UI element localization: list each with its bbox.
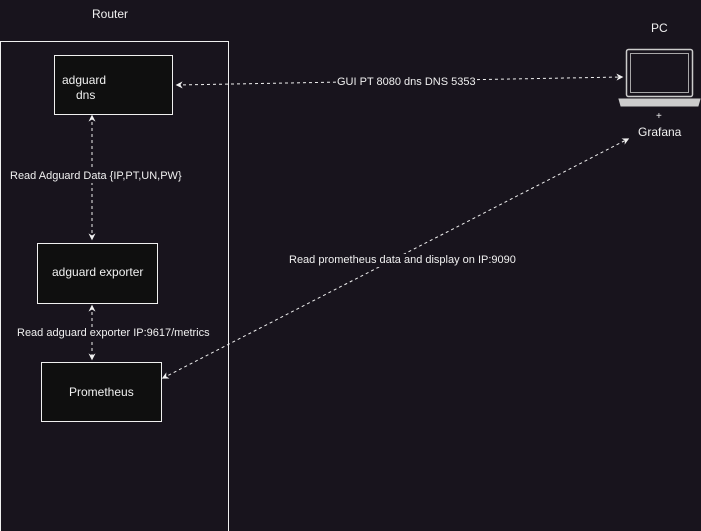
edge-dns-to-pc-label: GUI PT 8080 dns DNS 5353 [336, 76, 477, 89]
edge-prometheus-to-pc-label: Read prometheus data and display on IP:9… [288, 254, 517, 267]
node-adguard-exporter [37, 243, 158, 304]
adguard-dns-label-line2: dns [76, 88, 96, 102]
laptop-icon [618, 48, 701, 107]
edge-exporter-to-prometheus-label: Read adguard exporter IP:9617/metrics [16, 327, 211, 340]
router-label: Router [92, 7, 129, 21]
edge-dns-to-exporter-label: Read Adguard Data {IP,PT,UN,PW} [9, 170, 183, 183]
adguard-exporter-label: adguard exporter [52, 265, 144, 279]
adguard-dns-label-line1: adguard [62, 73, 107, 87]
node-prometheus [41, 362, 162, 422]
pc-grafana-label: Grafana [638, 125, 682, 139]
node-adguard-dns [54, 55, 173, 115]
prometheus-label: Prometheus [69, 385, 134, 399]
pc-label: PC [651, 21, 668, 35]
pc-plus-label: + [656, 111, 662, 122]
